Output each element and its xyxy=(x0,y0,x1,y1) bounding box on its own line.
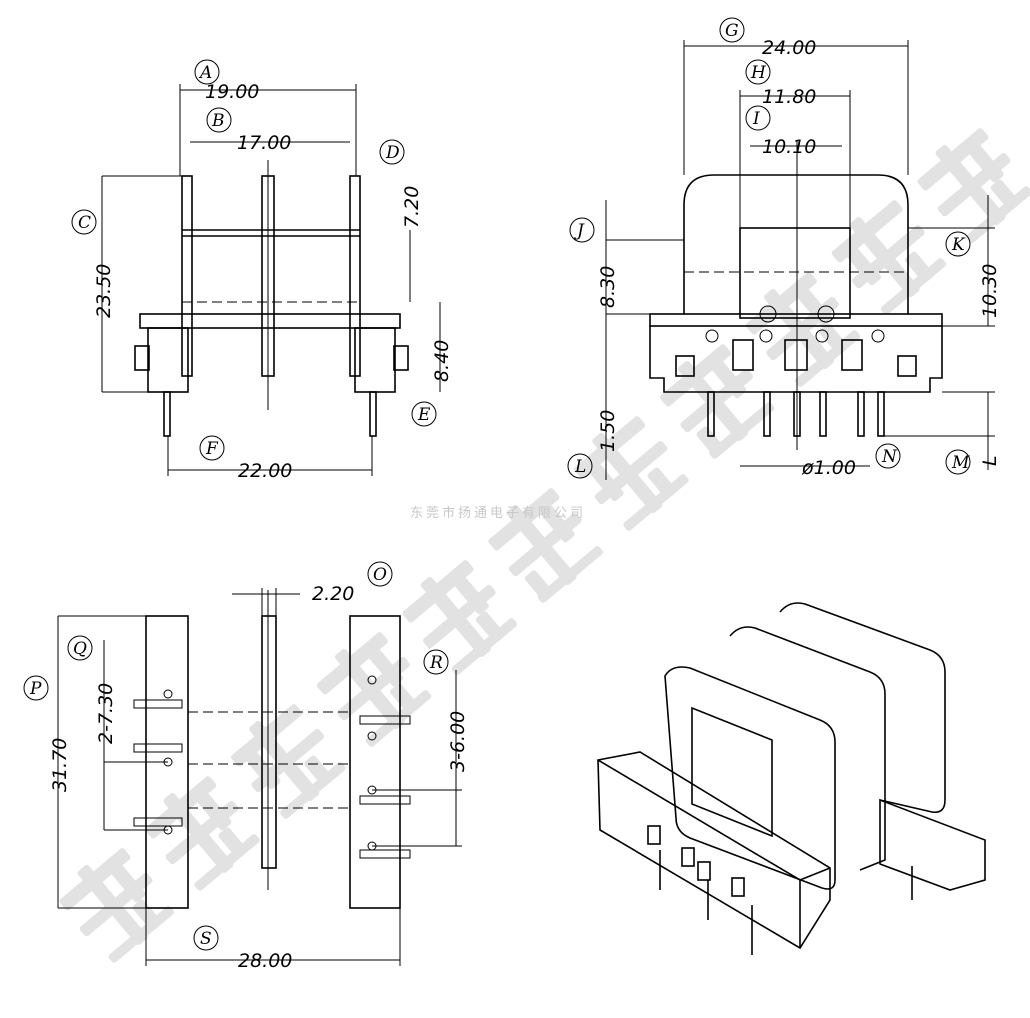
watermark-glyph xyxy=(145,776,260,891)
label-s: S xyxy=(200,929,212,949)
watermark-stroke xyxy=(880,258,947,315)
label-e: E xyxy=(417,405,431,425)
label-j: J xyxy=(574,221,585,241)
label-i: I xyxy=(752,109,760,129)
watermark-stroke xyxy=(540,505,575,543)
watermark-glyph xyxy=(831,200,947,315)
label-c: C xyxy=(78,213,91,233)
dim-l-value: 1.50 xyxy=(597,410,619,452)
watermark-glyph xyxy=(917,128,1030,243)
watermark-stroke xyxy=(847,247,882,286)
watermark-stroke xyxy=(280,762,346,819)
watermark-stroke xyxy=(712,361,747,399)
dim-i-value: 10.10 xyxy=(762,136,816,158)
watermark-glyph xyxy=(745,272,861,387)
watermark-stroke xyxy=(454,577,489,615)
label-b: B xyxy=(211,111,225,131)
dim-b-value: 17.00 xyxy=(237,132,291,154)
watermark-glyph xyxy=(488,488,603,603)
pin-ticks xyxy=(133,699,411,859)
label-d: D xyxy=(385,143,400,163)
dim-k-value: 10.30 xyxy=(979,264,1001,318)
dim-h-value: 11.80 xyxy=(762,86,816,108)
watermark-glyph xyxy=(59,848,174,963)
watermark-glyph xyxy=(231,704,346,819)
label-k: K xyxy=(951,235,966,255)
watermark-glyph xyxy=(660,344,775,459)
isometric-view xyxy=(597,602,986,955)
watermark-glyph xyxy=(402,560,518,675)
side-view: G 24.00 H 11.80 I 10.10 J 8.30 K 10.30 L… xyxy=(567,17,1001,480)
label-g: G xyxy=(725,21,739,41)
label-l: L xyxy=(574,457,586,477)
dim-f-value: 22.00 xyxy=(238,460,292,482)
watermark-stroke xyxy=(794,330,861,387)
watermark-stroke xyxy=(709,402,775,459)
front-view: A 19.00 B 17.00 C 23.50 D 7.20 E 8.40 F … xyxy=(71,59,453,482)
watermark-stroke xyxy=(537,546,603,603)
watermark-stroke xyxy=(798,289,833,327)
label-p: P xyxy=(29,679,42,699)
watermark-stroke xyxy=(194,834,260,891)
watermark-stroke xyxy=(623,474,689,531)
watermark-stroke xyxy=(111,865,146,903)
label-f: F xyxy=(205,439,219,459)
bottom-view: O 2.20 P 31.70 Q 2-7.30 R 3-6.00 S 28.00 xyxy=(23,561,469,972)
dim-o-value: 2.20 xyxy=(312,583,354,605)
watermark-stroke xyxy=(969,145,1004,183)
label-h: H xyxy=(750,63,767,83)
dim-d-value: 7.20 xyxy=(401,186,423,228)
watermark-stroke xyxy=(246,751,281,790)
dim-e-value: 8.40 xyxy=(431,340,453,382)
dim-j-value: 8.30 xyxy=(597,266,619,308)
label-q: Q xyxy=(73,639,87,659)
watermark-stroke xyxy=(966,186,1030,243)
watermark-stroke xyxy=(589,463,624,502)
watermark-stroke xyxy=(369,649,404,687)
dim-a-value: 19.00 xyxy=(205,81,259,103)
dim-c-value: 23.50 xyxy=(93,264,115,318)
dim-m-value: L xyxy=(979,455,1001,466)
watermark-small-text: 东莞市扬通电子有限公司 xyxy=(410,505,586,521)
dim-p-value: 31.70 xyxy=(49,738,71,792)
label-o: O xyxy=(373,565,387,585)
dim-s-value: 28.00 xyxy=(238,950,292,972)
dim-r-value: 3-6.00 xyxy=(447,711,469,772)
label-r: R xyxy=(429,653,443,673)
dim-n-value: ø1.00 xyxy=(801,457,856,479)
watermark-stroke xyxy=(365,690,432,747)
watermark-glyph xyxy=(316,632,432,747)
dim-g-value: 24.00 xyxy=(762,37,816,59)
watermark-stroke xyxy=(108,906,174,963)
label-n: N xyxy=(881,447,898,467)
watermark-stroke xyxy=(197,793,232,831)
dim-q-value: 2-7.30 xyxy=(95,683,117,744)
watermark-large xyxy=(59,128,1030,963)
watermark-stroke xyxy=(451,618,518,675)
label-m: M xyxy=(951,453,970,473)
label-a: A xyxy=(198,63,212,83)
